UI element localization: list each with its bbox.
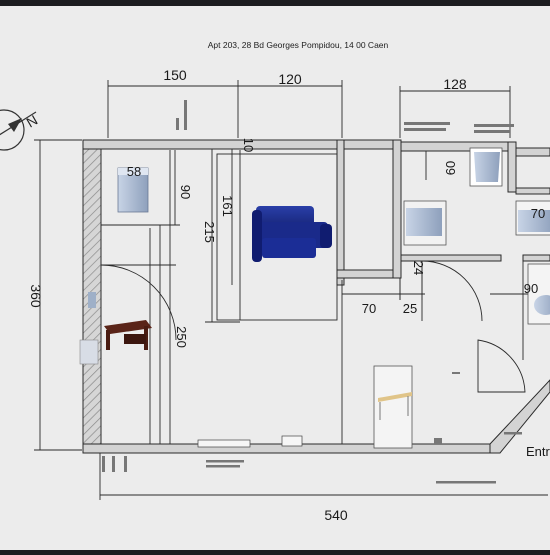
dim-top-128: 128 xyxy=(443,76,467,92)
dim-58: 58 xyxy=(127,164,141,179)
dim-bottom-540: 540 xyxy=(324,507,348,523)
dim-top-150: 150 xyxy=(163,67,187,83)
shower-icon xyxy=(469,147,503,187)
sofa-icon xyxy=(252,206,332,262)
dim-60: 60 xyxy=(443,161,458,175)
dim-90-right: 90 xyxy=(524,281,538,296)
dim-70-bottom: 70 xyxy=(362,301,376,316)
entrance-label: Entr xyxy=(526,444,550,459)
washer-icon xyxy=(527,263,550,325)
dim-90-vertical: 90 xyxy=(178,185,193,199)
dim-24: 24 xyxy=(411,261,426,275)
dim-left-360: 360 xyxy=(28,284,44,308)
walls xyxy=(82,139,550,454)
dim-10: 10 xyxy=(241,138,256,152)
appliance-icon xyxy=(88,292,96,308)
door-swings xyxy=(100,260,526,393)
dim-161: 161 xyxy=(220,195,235,217)
bathtub-icon xyxy=(515,200,550,236)
small-annotations xyxy=(102,100,522,484)
table-icon xyxy=(373,365,413,449)
cabinet-icon xyxy=(79,339,99,365)
desk-icon xyxy=(104,320,152,350)
dim-25: 25 xyxy=(403,301,417,316)
heater-icon xyxy=(281,435,303,447)
interior-lines xyxy=(101,150,524,444)
dim-250: 250 xyxy=(174,326,189,348)
dim-top-120: 120 xyxy=(278,71,302,87)
fridge-icon xyxy=(117,167,149,213)
sink-icon xyxy=(403,200,447,246)
address-title: Apt 203, 28 Bd Georges Pompidou, 14 00 C… xyxy=(208,40,389,50)
radiator-icon xyxy=(197,439,251,448)
dimension-lines xyxy=(34,80,550,500)
dim-70-right: 70 xyxy=(531,206,545,221)
dim-215: 215 xyxy=(202,221,217,243)
